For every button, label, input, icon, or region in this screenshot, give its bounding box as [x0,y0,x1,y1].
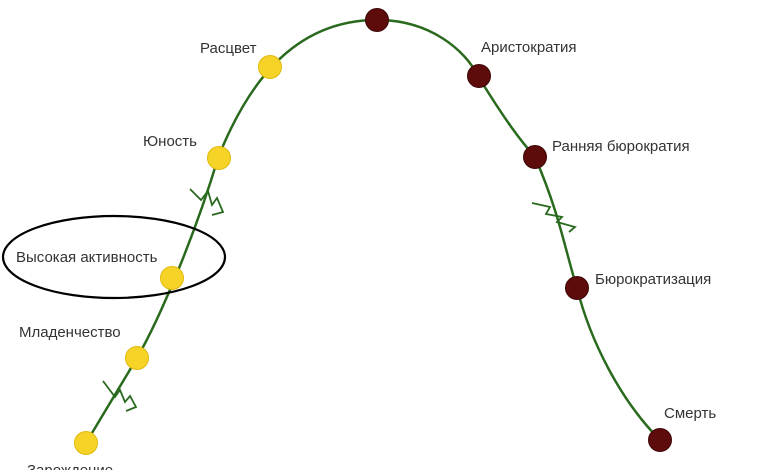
stage-label-yunost: Юность [143,133,197,150]
stage-label-vysokaya-aktivnost: Высокая активность [16,249,158,266]
stage-marker-mladenchestvo [125,346,149,370]
stage-label-mladenchestvo: Младенчество [19,324,121,341]
zigzag-break-lower-left [102,380,138,412]
stage-marker-aristokratiya [467,64,491,88]
lifecycle-curve [84,18,661,444]
stage-marker-rastsvet [258,55,282,79]
zigzag-break-upper-left [189,188,225,216]
stage-label-aristokratiya: Аристократия [481,39,577,56]
stage-label-smert: Смерть [664,405,716,422]
stage-marker-byurokratizatsiya [565,276,589,300]
stage-marker-yunost [207,146,231,170]
highlight-ellipse [1,214,227,300]
stage-marker-rannyaya-byurokratiya [523,145,547,169]
stage-label-rastsvet: Расцвет [200,40,257,57]
stage-marker-peak [365,8,389,32]
stage-marker-vysokaya-aktivnost [160,266,184,290]
stage-marker-smert [648,428,672,452]
stage-label-rannyaya-byurokratiya: Ранняя бюрократия [552,138,690,155]
stage-marker-zarozhdenie [74,431,98,455]
zigzag-break-right [531,202,577,233]
stage-label-zarozhdenie: Зарождение [27,462,113,470]
stage-label-byurokratizatsiya: Бюрократизация [595,271,711,288]
